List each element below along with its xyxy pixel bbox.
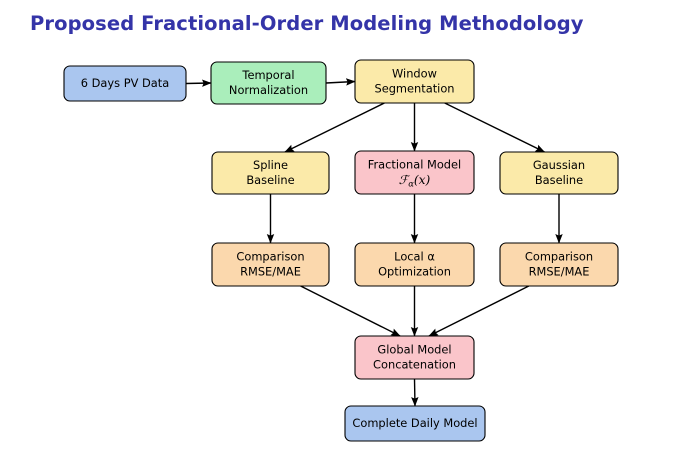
- edge-segmentation-to-gaussian: [444, 102, 546, 153]
- node-comparison-right-box: [499, 242, 619, 287]
- edge-input-to-normalization: [185, 79, 212, 87]
- node-6-days-pv-data-box: [63, 65, 187, 102]
- node-gaussian-baseline-label-0: Gaussian: [533, 158, 585, 172]
- node-6-days-pv-data-label-0: 6 Days PV Data: [81, 76, 169, 90]
- node-comparison-left-label-0: Comparison: [236, 249, 304, 263]
- node-comparison-right-label-1: RMSE/MAE: [529, 265, 590, 279]
- node-window-segmentation-label-1: Segmentation: [374, 82, 454, 96]
- node-comparison-right-label-0: Comparison: [525, 249, 593, 263]
- node-comparison-left-box: [211, 242, 330, 287]
- node-gaussian-baseline-box: [499, 151, 619, 195]
- edges-layer: [185, 78, 563, 407]
- node-fractional-model-label-0: Fractional Model: [368, 157, 461, 171]
- edge-segmentation-to-spline: [284, 102, 385, 153]
- node-spline-baseline-label-0: Spline: [253, 158, 288, 172]
- node-spline-baseline-label-1: Baseline: [246, 173, 294, 187]
- edge-comparison-left-to-global: [300, 285, 401, 337]
- edge-normalization-to-segmentation: [325, 78, 356, 86]
- node-local-alpha-optimization-label-1: Optimization: [378, 265, 451, 279]
- node-window-segmentation-box: [354, 59, 475, 104]
- node-fractional-model-box: [354, 150, 475, 195]
- node-global-model-concatenation-label-1: Concatenation: [373, 358, 456, 372]
- node-global-model-concatenation-label-0: Global Model: [377, 342, 451, 356]
- node-local-alpha-optimization-label-0: Local α: [394, 249, 435, 263]
- edge-comparison-right-to-global: [428, 285, 530, 337]
- node-temporal-normalization-label-1: Normalization: [229, 83, 308, 97]
- node-gaussian-baseline-label-1: Baseline: [535, 173, 583, 187]
- node-comparison-left-label-1: RMSE/MAE: [240, 265, 301, 279]
- node-complete-daily-model-label-0: Complete Daily Model: [352, 416, 477, 430]
- node-spline-baseline-box: [211, 151, 330, 195]
- node-temporal-normalization-box: [210, 61, 327, 105]
- edge-global-to-complete: [411, 378, 419, 407]
- node-complete-daily-model[interactable]: Complete Daily Model: [344, 405, 486, 442]
- node-window-segmentation-label-0: Window: [392, 66, 437, 80]
- node-temporal-normalization-label-0: Temporal: [241, 68, 294, 82]
- node-complete-daily-model-box: [344, 405, 486, 442]
- node-fractional-model-math-label: ℱα(x): [399, 173, 431, 188]
- node-6-days-pv-data[interactable]: 6 Days PV Data: [63, 65, 187, 102]
- node-global-model-concatenation-box: [354, 335, 475, 380]
- page-title: Proposed Fractional-Order Modeling Metho…: [30, 12, 584, 35]
- node-local-alpha-optimization-box: [354, 242, 475, 287]
- node-local-alpha-optimization[interactable]: Local α Optimization: [354, 242, 475, 287]
